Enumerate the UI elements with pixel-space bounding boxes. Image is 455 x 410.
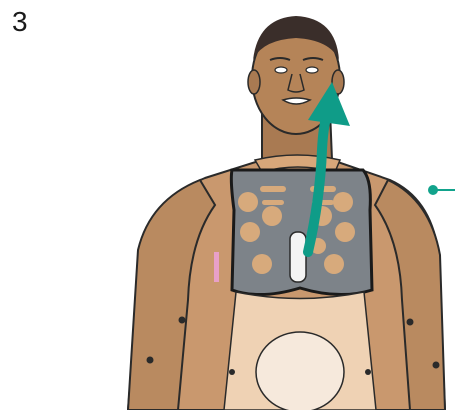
joint-screw [433, 362, 440, 369]
side-connector [214, 252, 219, 282]
sensor-spot [333, 192, 353, 212]
sensor-spot [238, 192, 258, 212]
left-eye [275, 67, 287, 73]
sensor-spot [262, 206, 282, 226]
sensor-spot [252, 254, 272, 274]
sensor-spot [324, 254, 344, 274]
joint-screw [229, 369, 235, 375]
callout-pointer-icon [428, 185, 438, 195]
joint-screw [407, 319, 414, 326]
airway-tube [290, 232, 306, 282]
joint-screw [179, 317, 186, 324]
joint-screw [147, 357, 154, 364]
left-ear [248, 70, 260, 94]
rib-slot [262, 200, 284, 205]
right-eye [306, 67, 318, 73]
sensor-spot [240, 222, 260, 242]
abdomen-disc [256, 332, 344, 410]
joint-screw [365, 369, 371, 375]
sensor-spot [335, 222, 355, 242]
rib-slot [260, 186, 286, 192]
